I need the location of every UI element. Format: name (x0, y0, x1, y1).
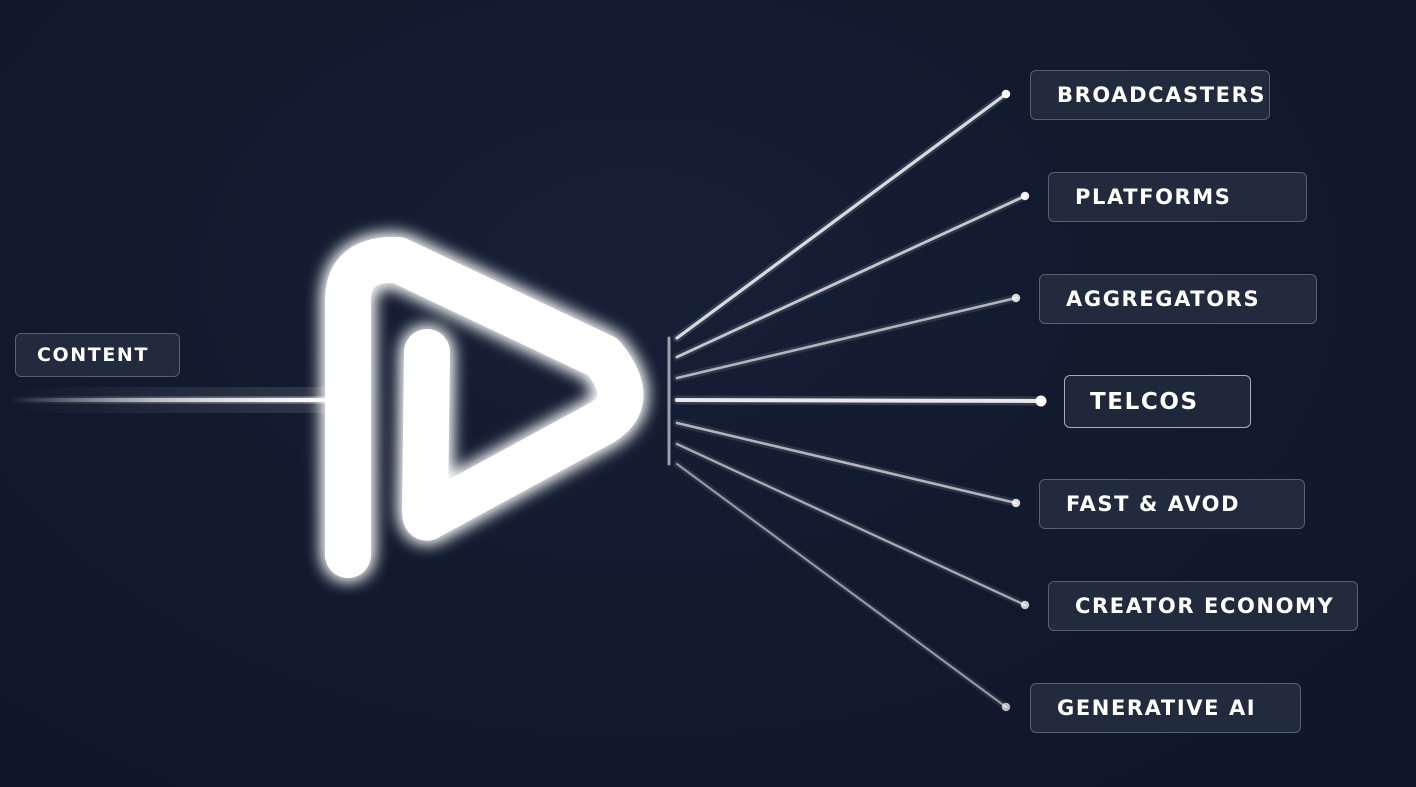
ray-aggregators (675, 296, 1018, 380)
destination-label-broadcasters: BROADCASTERS (1030, 70, 1270, 120)
destination-label-aggregators: AGGREGATORS (1039, 274, 1317, 324)
distribution-rays (672, 89, 1047, 712)
ray-end-dot-aggregators (1011, 293, 1021, 303)
play-logo-icon (325, 236, 644, 578)
ray-end-dot-generative-ai (1001, 702, 1011, 712)
ray-generative-ai (675, 462, 1008, 709)
ray-end-dot-fast-avod (1011, 498, 1021, 508)
ray-fast-avod (675, 421, 1018, 505)
ray-creator-economy (675, 442, 1027, 607)
ray-telcos (675, 398, 1043, 403)
destination-label-telcos: TELCOS (1064, 375, 1251, 428)
destination-label-fast-avod: FAST & AVOD (1039, 479, 1305, 529)
content-source-label: CONTENT (15, 333, 180, 377)
incoming-beam (10, 398, 328, 402)
ray-end-dot-creator-economy (1020, 600, 1030, 610)
ray-end-dot-telcos (1035, 395, 1047, 407)
ray-broadcasters (675, 92, 1008, 340)
ray-platforms (675, 194, 1027, 359)
destination-label-generative-ai: GENERATIVE AI (1030, 683, 1301, 733)
ray-end-dot-platforms (1020, 191, 1030, 201)
ray-end-dot-broadcasters (1001, 89, 1011, 99)
destination-label-platforms: PLATFORMS (1048, 172, 1307, 222)
destination-label-creator-economy: CREATOR ECONOMY (1048, 581, 1358, 631)
